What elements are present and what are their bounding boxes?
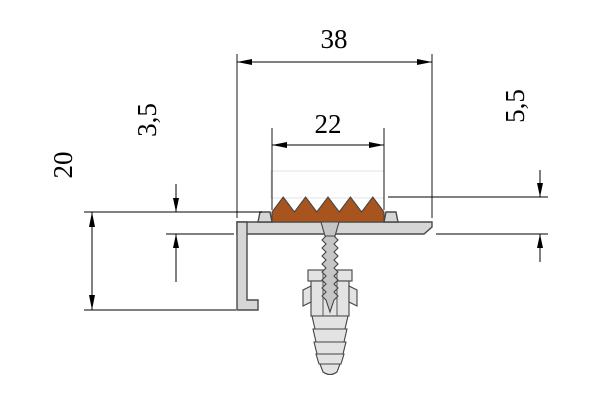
- profile-lip-right: [383, 211, 399, 223]
- dim-20-arrow-top: [89, 212, 95, 227]
- dim-55-arrow-bottom: [537, 234, 543, 248]
- dim-55-arrow-top: [537, 183, 543, 197]
- profile-leg: [236, 221, 259, 311]
- insert-upper-outline: [270, 170, 385, 199]
- dim-35-label: 3,5: [132, 103, 162, 137]
- dim-22-arrow-left: [272, 142, 287, 148]
- anchor-rib-1: [311, 315, 349, 330]
- anchor-tip: [319, 363, 341, 376]
- dim-38-arrow-left: [237, 59, 252, 65]
- profile-lip-left: [257, 211, 273, 223]
- dim-22-arrow-right: [369, 142, 384, 148]
- dim-38-label: 38: [321, 24, 348, 54]
- anchor-wing-right: [348, 285, 358, 307]
- dim-22-label: 22: [315, 109, 342, 139]
- dim-20-label: 20: [48, 152, 78, 179]
- anchor-rib-3: [313, 341, 347, 355]
- anti-slip-insert: [271, 196, 385, 223]
- screw-thread: [321, 235, 339, 314]
- dim-55-label: 5,5: [500, 89, 530, 123]
- dim-38-arrow-right: [417, 59, 432, 65]
- anchor-wing-left: [302, 285, 312, 307]
- dim-35-arrow-bottom: [173, 234, 179, 248]
- screw-head: [320, 221, 340, 237]
- dim-20-arrow-bottom: [89, 295, 95, 310]
- anchor-rib-2: [312, 328, 348, 343]
- anchor-rib-4: [315, 353, 345, 365]
- dim-35-arrow-top: [173, 198, 179, 212]
